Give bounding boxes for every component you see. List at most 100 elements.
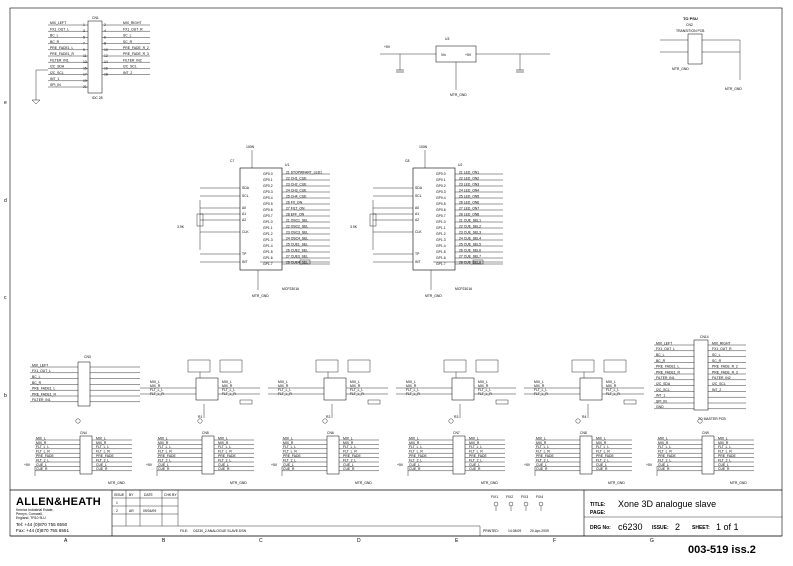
svg-text:GP0.5: GP0.5 (436, 202, 446, 206)
cn1-net-pre-fade1-r: PRE_FADE1_R (50, 52, 74, 56)
svg-text:2: 2 (104, 23, 106, 27)
ic-net-ch1-cue: 22 CH1_CUE (286, 176, 307, 180)
svg-text:FLT_L_R: FLT_L_R (278, 392, 292, 396)
opamp-ic (323, 377, 347, 401)
rev-2-by: AR (129, 509, 134, 513)
transition-label: TRANSITION PCB (676, 29, 705, 33)
col-label-a: A (64, 538, 68, 544)
svg-text:CUE_L: CUE_L (158, 463, 169, 467)
svg-text:+5V: +5V (271, 463, 278, 467)
svg-text:MIX_R: MIX_R (218, 441, 229, 445)
svg-text:FLT_L_R: FLT_L_R (406, 392, 420, 396)
ic-net-cue2-sel: 26 CUE2_SEL (286, 248, 308, 252)
svg-text:SC_L: SC_L (712, 353, 721, 357)
svg-text:MIX_R: MIX_R (478, 384, 489, 388)
svg-text:FLT_2_L: FLT_2_L (36, 458, 49, 462)
svg-text:MIX_L: MIX_L (534, 380, 544, 384)
fixing-label-4: FIX4 (536, 495, 543, 499)
svg-text:1: 1 (83, 23, 85, 27)
pullup-resistor (472, 259, 484, 265)
svg-text:MIX_L: MIX_L (283, 436, 293, 440)
svg-text:GP0.3: GP0.3 (263, 190, 273, 194)
cn3-net-2: BC_L (32, 375, 41, 379)
svg-text:MIX_L: MIX_L (469, 436, 479, 440)
cn1-net-pre-fade1-l: PRE_FADE1_L (50, 46, 73, 50)
col-label-e: E (455, 538, 459, 544)
svg-text:MIX_L: MIX_L (96, 436, 106, 440)
svg-text:MIX_R: MIX_R (718, 441, 729, 445)
drawing-number: c6230 (618, 522, 643, 532)
ic-net-cue-sel7: 27 CUE_SEL7 (459, 254, 481, 258)
svg-text:CUE_L: CUE_L (343, 463, 354, 467)
cn3-label: CN3 (84, 355, 91, 359)
svg-text:I2C_SCL: I2C_SCL (712, 382, 726, 386)
test-point (197, 418, 203, 424)
svg-text:GP1.1: GP1.1 (263, 226, 273, 230)
cn3-net-4: PRE_FADE1_L (32, 387, 55, 391)
cn15-net-10: SPI_IN (656, 399, 667, 403)
svg-text:FLT_2_L: FLT_2_L (596, 458, 609, 462)
rev-chk-header: CHK BY (164, 493, 177, 497)
svg-text:FLT_L_L: FLT_L_L (36, 445, 49, 449)
cn1-net-r-filter-in2: FILTER_IN2 (123, 58, 142, 62)
svg-text:13: 13 (83, 60, 87, 64)
svg-text:C8: C8 (405, 159, 409, 163)
svg-text:17: 17 (83, 73, 87, 77)
test-point (575, 418, 581, 424)
svg-text:R4: R4 (582, 415, 586, 419)
svg-text:MIX_R: MIX_R (158, 441, 169, 445)
address-line-3: England, TR10 9LU (16, 516, 46, 520)
svg-text:A0: A0 (415, 206, 419, 210)
svg-text:FLT_L_L: FLT_L_L (534, 388, 547, 392)
svg-text:R2: R2 (326, 415, 330, 419)
cn1-net-fx1-out-l: FX1_OUT_L (50, 27, 69, 31)
u2-gnd: MTR_GND (425, 294, 442, 298)
svg-text:3.9K: 3.9K (350, 225, 358, 229)
svg-text:MTR_GND: MTR_GND (481, 481, 498, 485)
address-line-2: Penryn, Cornwall, (16, 512, 43, 516)
svg-text:A0: A0 (242, 206, 246, 210)
svg-text:SDA: SDA (415, 186, 423, 190)
cn15-net-4: PRE_FADE1_L (656, 365, 679, 369)
ic-net-cue1-sel: 25 CUE1_SEL (286, 242, 308, 246)
rev-issue-header: ISSUE (114, 493, 125, 497)
svg-text:GP1.5: GP1.5 (436, 250, 446, 254)
svg-text:FLT_L_L: FLT_L_L (658, 445, 671, 449)
svg-text:FLT_L_L: FLT_L_L (469, 445, 482, 449)
svg-text:Vin: Vin (441, 53, 446, 57)
ic-net-cue-sel5: 25 CUE_SEL5 (459, 242, 481, 246)
svg-text:CUE_L: CUE_L (409, 463, 420, 467)
cn1-net-r-fx1-out-r: FX1_OUT_R (123, 27, 143, 31)
u2-part: MCP23016 (455, 287, 472, 291)
svg-text:CUE_R: CUE_R (36, 467, 48, 471)
svg-text:PRE_FADE: PRE_FADE (658, 454, 676, 458)
svg-text:CLK: CLK (242, 230, 249, 234)
channel-cn-label: CN7 (453, 431, 460, 435)
cn3-net-5: PRE_FADE1_R (32, 392, 56, 396)
svg-text:FLT_L_L: FLT_L_L (96, 445, 109, 449)
svg-text:PRE_FADE: PRE_FADE (283, 454, 301, 458)
svg-text:MIX_R: MIX_R (596, 441, 607, 445)
u3-vcc: +5V (384, 45, 391, 49)
telephone: Tel: +44 (0)870 755 6550 (16, 522, 68, 527)
svg-text:CUE_L: CUE_L (218, 463, 229, 467)
channel-cn-label: CN4 (80, 431, 87, 435)
ic-net-led-on4: 24 LED_ON4 (459, 188, 479, 192)
svg-text:15: 15 (83, 66, 87, 70)
svg-text:FLT_2_L: FLT_2_L (283, 458, 296, 462)
svg-text:7: 7 (83, 42, 85, 46)
cn3-net-0: MIX_LEFT (32, 363, 48, 367)
svg-text:FLT_L_L: FLT_L_L (222, 388, 235, 392)
svg-text:FLT_2_L: FLT_2_L (658, 458, 671, 462)
opamp-ic (579, 377, 603, 401)
svg-text:CUE_R: CUE_R (536, 467, 548, 471)
svg-text:PRE_FADE: PRE_FADE (343, 454, 361, 458)
ic-net-stopwfart-led1: 21 STOPWFART_LED1 (286, 170, 322, 174)
cn1-net-r-mix-right: MIX_RIGHT (123, 21, 141, 25)
svg-text:GP0.4: GP0.4 (436, 196, 446, 200)
